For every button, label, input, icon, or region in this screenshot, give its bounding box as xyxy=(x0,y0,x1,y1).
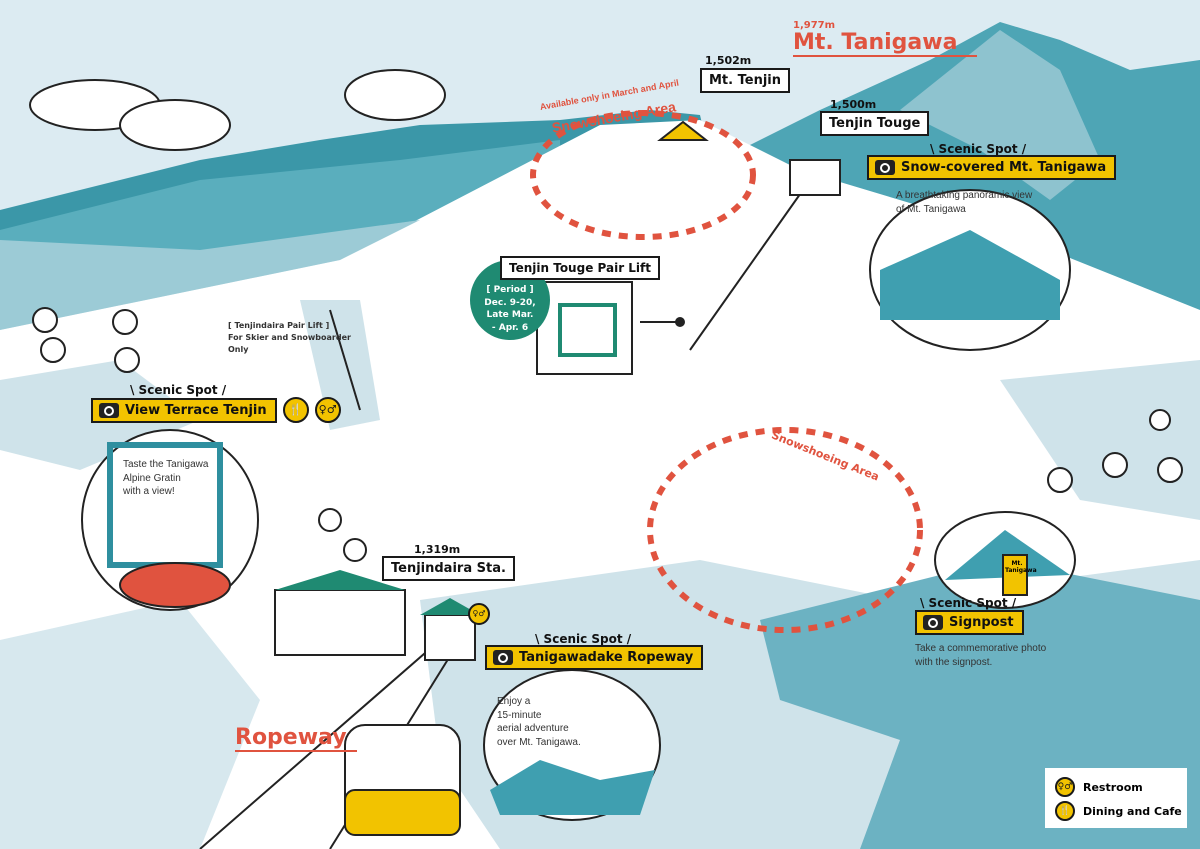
scenic-spot-tag: \ Scenic Spot / xyxy=(920,596,1017,610)
dining-icon: 🍴 xyxy=(282,397,309,423)
period-line: - Apr. 6 xyxy=(491,322,529,333)
legend-restroom: ♀♂ Restroom xyxy=(1055,777,1143,797)
tenjindaira-lift-note-1: For Skier and Snowboarder xyxy=(228,333,351,342)
ropeway-cable xyxy=(199,639,441,849)
restroom-icon: ♀♂ xyxy=(1055,777,1075,797)
signpost-illustration xyxy=(1002,554,1028,596)
view-terrace-row: View Terrace Tenjin 🍴 ♀♂ xyxy=(91,397,341,423)
camera-icon xyxy=(923,615,943,630)
snow-trees xyxy=(32,307,1183,562)
scenic-spot-tag: \ Scenic Spot / xyxy=(535,632,632,646)
signpost-text: Mt. Tanigawa xyxy=(1005,560,1037,574)
period-line: Dec. 9-20, xyxy=(484,297,536,308)
dining-icon: 🍴 xyxy=(1055,801,1075,821)
tenjin-touge-station xyxy=(789,159,841,196)
spot-view-terrace-tenjin[interactable]: View Terrace Tenjin xyxy=(91,397,277,423)
ropeway-label[interactable]: Ropeway xyxy=(235,725,357,752)
tenjindaira-lift-title: [ Tenjindaira Pair Lift ] xyxy=(228,321,330,330)
snowshoe-area-mid-boundary xyxy=(647,427,923,633)
spot-tanigawadake-ropeway[interactable]: Tanigawadake Ropeway xyxy=(485,645,704,670)
tenjindaira-lift-line xyxy=(329,309,361,411)
spot-name: Tanigawadake Ropeway xyxy=(519,650,694,665)
tenjin-touge-elevation: 1,500m xyxy=(830,98,877,111)
legend-label: Dining and Cafe xyxy=(1083,804,1182,818)
pair-lift-label[interactable]: Tenjin Touge Pair Lift xyxy=(500,256,661,280)
spot-signpost[interactable]: Signpost xyxy=(915,610,1024,635)
period-text: [ Period ] Dec. 9-20, Late Mar. - Apr. 6 xyxy=(472,284,548,334)
spot-name: View Terrace Tenjin xyxy=(125,402,267,418)
camera-icon xyxy=(493,650,513,665)
pair-lift-line xyxy=(689,179,811,351)
camera-icon xyxy=(875,160,895,175)
tanigawa-title: Mt. Tanigawa xyxy=(793,30,978,57)
camera-icon xyxy=(99,402,119,418)
tenjindaira-lift-note: [ Tenjindaira Pair Lift ] For Skier and … xyxy=(228,320,351,356)
mt-tenjin-label[interactable]: Mt. Tenjin xyxy=(700,68,790,93)
legend: ♀♂ Restroom 🍴 Dining and Cafe xyxy=(1045,768,1187,828)
legend-label: Restroom xyxy=(1083,780,1143,794)
scenic-spot-tag: \ Scenic Spot / xyxy=(930,142,1027,156)
tenjin-touge-label[interactable]: Tenjin Touge xyxy=(820,111,930,136)
period-label: [ Period ] xyxy=(486,285,534,295)
period-badge xyxy=(470,260,550,340)
tenjindaira-lift-note-2: Only xyxy=(228,345,249,354)
tenjindaira-elevation: 1,319m xyxy=(414,543,461,556)
spot-snow-covered-tanigawa[interactable]: Snow-covered Mt. Tanigawa xyxy=(867,155,1117,180)
period-line: Late Mar. xyxy=(486,310,534,321)
clouds xyxy=(29,69,446,151)
tanigawa-elevation: 1,977m xyxy=(793,20,836,31)
scenic-spot-tag: \ Scenic Spot / xyxy=(130,383,227,397)
restroom-icon: ♀♂ xyxy=(314,397,341,423)
spot-name: Snow-covered Mt. Tanigawa xyxy=(901,160,1107,175)
spot-name: Signpost xyxy=(949,615,1014,630)
tenjindaira-station xyxy=(274,589,406,656)
tenjindaira-station-label[interactable]: Tenjindaira Sta. xyxy=(382,556,515,581)
gazebo xyxy=(657,120,709,141)
tenjin-elevation: 1,502m xyxy=(705,54,752,67)
snowshoe-area-top-boundary xyxy=(530,110,756,240)
restroom-icon: ♀♂ xyxy=(468,603,490,625)
legend-dining: 🍴 Dining and Cafe xyxy=(1055,801,1182,821)
pair-lift-photo xyxy=(536,281,633,375)
